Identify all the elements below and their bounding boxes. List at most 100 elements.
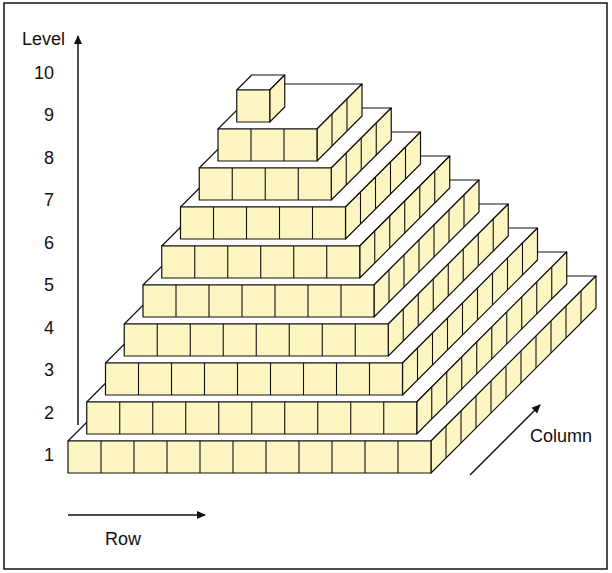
block-edge <box>580 291 581 323</box>
block-edge <box>284 402 285 434</box>
axis-title: Row <box>105 528 141 550</box>
block-edge <box>346 99 347 131</box>
block-edge <box>535 336 536 368</box>
block-edge <box>274 285 275 317</box>
level-number: 8 <box>14 147 54 169</box>
level-number: 4 <box>14 317 54 339</box>
block-edge <box>388 270 389 302</box>
block-edge <box>152 402 153 434</box>
block-edge <box>374 231 375 263</box>
block-edge <box>171 363 172 395</box>
block-edge <box>490 381 491 413</box>
axis-title: Column <box>530 425 592 447</box>
block-edge <box>550 321 551 353</box>
level-front-face <box>162 246 360 278</box>
level-front-face <box>143 285 374 317</box>
block-edge <box>218 402 219 434</box>
level-number: 7 <box>14 189 54 211</box>
block-edge <box>493 219 494 251</box>
block-edge <box>157 324 158 356</box>
block-edge <box>250 129 251 161</box>
block-edge <box>283 129 284 161</box>
block-edge <box>448 210 449 242</box>
block-edge <box>376 123 377 155</box>
block-edge <box>460 411 461 443</box>
block-pyramid <box>68 75 596 473</box>
block-edge <box>119 402 120 434</box>
block-edge <box>199 441 200 473</box>
block-edge <box>256 324 257 356</box>
block-edge <box>505 366 506 398</box>
block-edge <box>475 396 476 428</box>
axis-title: Level <box>22 28 65 50</box>
block-edge <box>133 441 134 473</box>
block-edge <box>476 342 477 374</box>
block-edge <box>237 363 238 395</box>
block-edge <box>446 372 447 404</box>
block-edge <box>522 243 523 275</box>
block-edge <box>364 441 365 473</box>
block-edge <box>204 363 205 395</box>
block-edge <box>312 207 313 239</box>
block-edge <box>360 192 361 224</box>
level-front-face <box>181 207 346 239</box>
block-edge <box>331 114 332 146</box>
block-edge <box>346 153 347 185</box>
level-number: 2 <box>14 402 54 424</box>
level-number: 10 <box>14 62 54 84</box>
block-edge <box>317 402 318 434</box>
block-edge <box>397 441 398 473</box>
block-edge <box>478 234 479 266</box>
block-edge <box>260 246 261 278</box>
block-edge <box>507 258 508 290</box>
block-edge <box>185 402 186 434</box>
block-edge <box>405 147 406 179</box>
block-edge <box>447 318 448 350</box>
level-front-face <box>68 441 431 473</box>
block-edge <box>265 441 266 473</box>
block-edge <box>190 324 191 356</box>
block-edge <box>227 246 228 278</box>
block-edge <box>223 324 224 356</box>
level-front-face <box>218 129 317 161</box>
block-edge <box>419 186 420 218</box>
level-number: 3 <box>14 359 54 381</box>
block-edge <box>417 348 418 380</box>
level-front-face <box>106 363 403 395</box>
block-edge <box>326 246 327 278</box>
block-edge <box>293 246 294 278</box>
level-side-face <box>317 84 362 161</box>
block-edge <box>100 441 101 473</box>
level-number: 1 <box>14 444 54 466</box>
block-edge <box>477 288 478 320</box>
block-edge <box>307 285 308 317</box>
block-edge <box>403 255 404 287</box>
block-edge <box>355 324 356 356</box>
block-edge <box>463 249 464 281</box>
block-edge <box>520 351 521 383</box>
block-edge <box>331 441 332 473</box>
block-edge <box>506 312 507 344</box>
block-edge <box>303 363 304 395</box>
block-edge <box>521 297 522 329</box>
block-edge <box>463 195 464 227</box>
block-edge <box>175 285 176 317</box>
block-edge <box>361 138 362 170</box>
row-axis-arrow <box>68 514 205 516</box>
block-edge <box>232 168 233 200</box>
block-edge <box>208 285 209 317</box>
block-edge <box>565 306 566 338</box>
level-front-face <box>124 324 388 356</box>
block-edge <box>322 324 323 356</box>
block-edge <box>340 285 341 317</box>
block-edge <box>251 402 252 434</box>
block-edge <box>369 363 370 395</box>
block-edge <box>404 201 405 233</box>
block-edge <box>279 207 280 239</box>
block-edge <box>448 264 449 296</box>
block-edge <box>194 246 195 278</box>
block-edge <box>461 357 462 389</box>
frame <box>4 3 607 569</box>
